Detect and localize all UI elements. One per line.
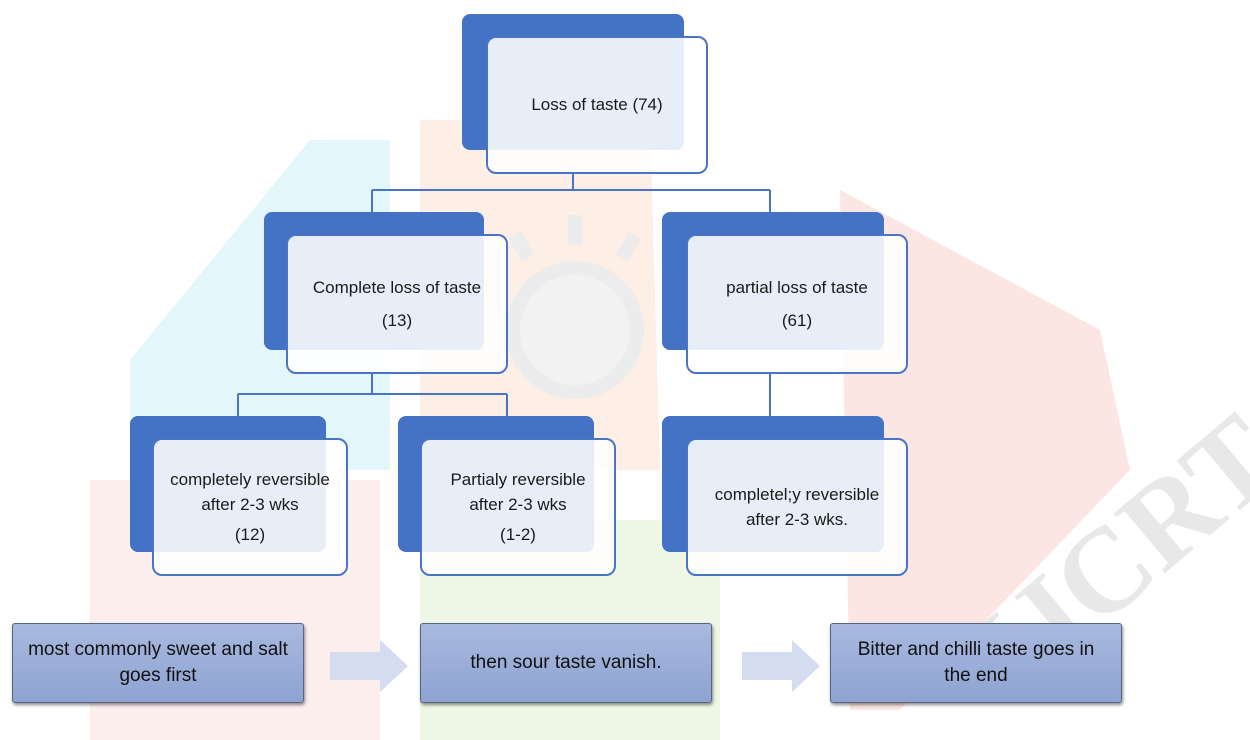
node-partially-reversible-label: Partialy reversible after 2-3 wks [450,469,586,515]
node-partial-completely-reversible-box: completel;y reversible after 2-3 wks. [686,438,908,576]
sequence-step-3-label: Bitter and chilli taste goes in the end [857,639,1095,686]
node-complete-loss-box: Complete loss of taste (13) [286,234,508,374]
sequence-step-1-label: most commonly sweet and salt goes first [28,639,288,686]
sequence-arrow-2-icon [742,640,820,692]
watermark-lightbulb-icon [506,215,644,399]
node-partial-loss: partial loss of taste (61) [662,212,910,376]
node-complete-loss: Complete loss of taste (13) [264,212,508,376]
watermark-red-shape [840,190,1130,710]
node-root-label: Loss of taste (74) [531,95,663,115]
node-completely-reversible-label: completely reversible after 2-3 wks [170,469,330,515]
node-completely-reversible-box: completely reversible after 2-3 wks (12) [152,438,348,576]
sequence-step-2: then sour taste vanish. [420,623,712,703]
node-partially-reversible-box: Partialy reversible after 2-3 wks (1-2) [420,438,616,576]
node-partial-completely-reversible: completel;y reversible after 2-3 wks. [662,416,910,578]
sequence-step-3: Bitter and chilli taste goes in the end [830,623,1122,703]
node-complete-loss-count: (13) [381,311,413,330]
node-complete-loss-label: Complete loss of taste [312,277,482,297]
sequence-arrow-1-icon [330,640,408,692]
node-partial-loss-label: partial loss of taste [726,277,868,297]
node-partial-loss-count: (61) [781,311,813,330]
node-partially-reversible-count: (1-2) [500,524,536,544]
node-root: Loss of taste (74) [462,14,710,176]
sequence-step-2-label: then sour taste vanish. [470,652,662,674]
node-partial-completely-reversible-label: completel;y reversible after 2-3 wks. [714,484,880,530]
node-root-box: Loss of taste (74) [486,36,708,174]
sequence-step-1: most commonly sweet and salt goes first [12,623,304,703]
node-completely-reversible-count: (12) [234,524,266,544]
node-partial-loss-box: partial loss of taste (61) [686,234,908,374]
node-completely-reversible: completely reversible after 2-3 wks (12) [130,416,348,578]
node-partially-reversible: Partialy reversible after 2-3 wks (1-2) [398,416,616,578]
